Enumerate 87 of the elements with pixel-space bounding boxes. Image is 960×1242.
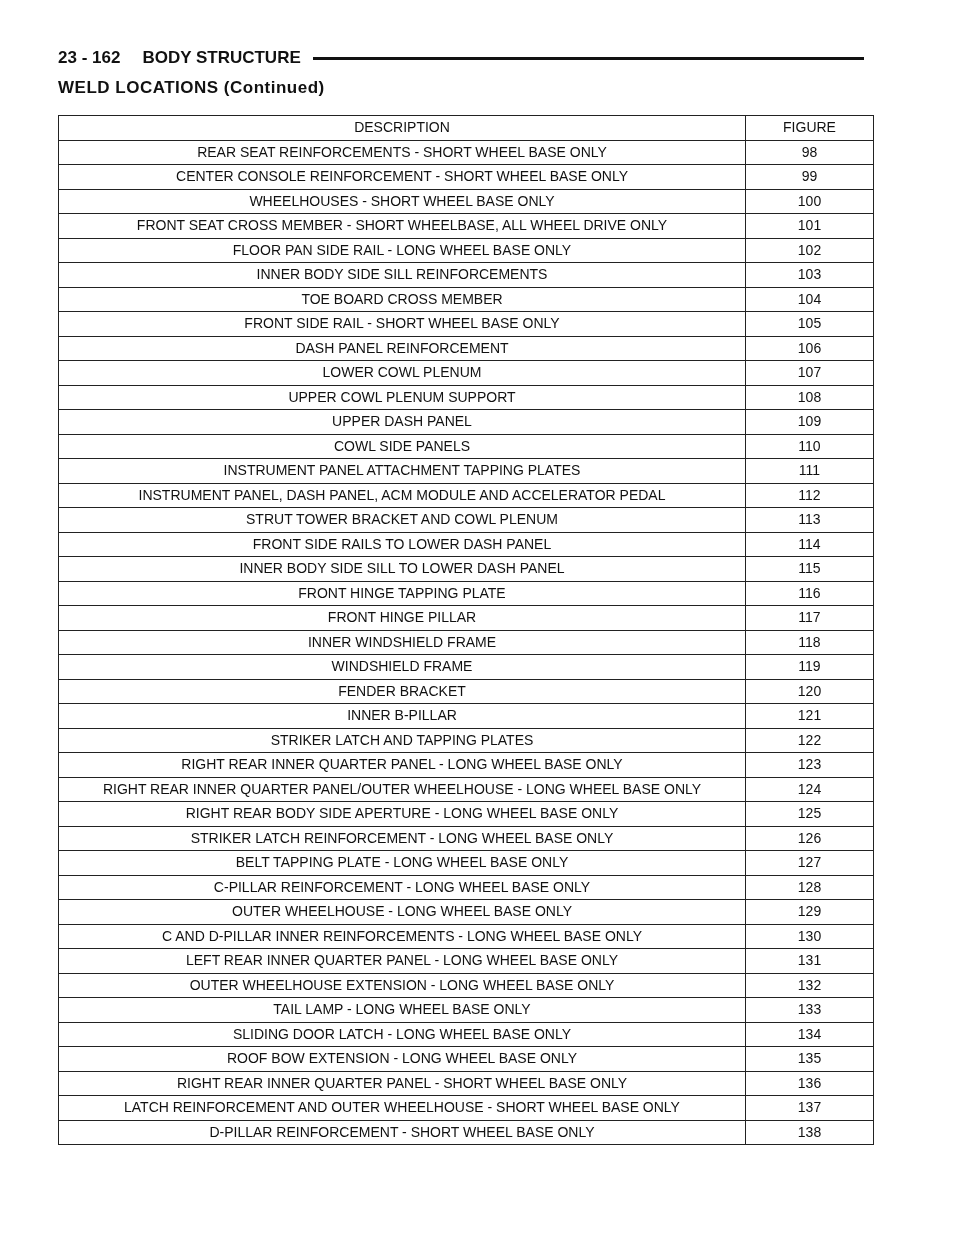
description-cell: FRONT SIDE RAILS TO LOWER DASH PANEL — [58, 532, 746, 557]
description-cell: WHEELHOUSES - SHORT WHEEL BASE ONLY — [58, 189, 746, 214]
description-cell: RIGHT REAR INNER QUARTER PANEL/OUTER WHEELHOUSE - LONG WHEEL BASE ONLY — [58, 777, 746, 802]
figure-cell: 121 — [745, 703, 874, 728]
description-cell: RIGHT REAR INNER QUARTER PANEL - SHORT WHEEL BASE ONLY — [58, 1071, 746, 1096]
figure-cell: 100 — [745, 189, 874, 214]
description-cell: INNER WINDSHIELD FRAME — [58, 630, 746, 655]
figure-cell: 118 — [745, 630, 874, 655]
description-cell: REAR SEAT REINFORCEMENTS - SHORT WHEEL BASE ONLY — [58, 140, 746, 165]
figure-cell: 132 — [745, 973, 874, 998]
figure-cell: 129 — [745, 899, 874, 924]
description-cell: D-PILLAR REINFORCEMENT - SHORT WHEEL BASE ONLY — [58, 1120, 746, 1145]
figure-cell: 119 — [745, 654, 874, 679]
description-cell: STRIKER LATCH AND TAPPING PLATES — [58, 728, 746, 753]
description-cell: DASH PANEL REINFORCEMENT — [58, 336, 746, 361]
figure-cell: 98 — [745, 140, 874, 165]
figure-cell: 112 — [745, 483, 874, 508]
description-cell: STRUT TOWER BRACKET AND COWL PLENUM — [58, 507, 746, 532]
figure-cell: 123 — [745, 752, 874, 777]
description-cell: CENTER CONSOLE REINFORCEMENT - SHORT WHEEL BASE ONLY — [58, 164, 746, 189]
section-heading: BODY STRUCTURE — [142, 48, 301, 68]
description-cell: FENDER BRACKET — [58, 679, 746, 704]
column-header: FIGURE — [745, 115, 874, 140]
figure-cell: 124 — [745, 777, 874, 802]
figure-cell: 113 — [745, 507, 874, 532]
figure-cell: 131 — [745, 948, 874, 973]
figure-cell: 109 — [745, 409, 874, 434]
figure-cell: 133 — [745, 997, 874, 1022]
figure-cell: 108 — [745, 385, 874, 410]
figure-cell: 117 — [745, 605, 874, 630]
description-cell: FRONT HINGE PILLAR — [58, 605, 746, 630]
description-cell: C AND D-PILLAR INNER REINFORCEMENTS - LONG WHEEL BASE ONLY — [58, 924, 746, 949]
description-cell: FRONT SEAT CROSS MEMBER - SHORT WHEELBASE, ALL WHEEL DRIVE ONLY — [58, 213, 746, 238]
figure-cell: 138 — [745, 1120, 874, 1145]
description-cell: COWL SIDE PANELS — [58, 434, 746, 459]
description-cell: LATCH REINFORCEMENT AND OUTER WHEELHOUSE - SHORT WHEEL BASE ONLY — [58, 1095, 746, 1120]
description-cell: INNER BODY SIDE SILL REINFORCEMENTS — [58, 262, 746, 287]
description-cell: FRONT HINGE TAPPING PLATE — [58, 581, 746, 606]
figure-cell: 120 — [745, 679, 874, 704]
figure-cell: 125 — [745, 801, 874, 826]
description-cell: FRONT SIDE RAIL - SHORT WHEEL BASE ONLY — [58, 311, 746, 336]
figure-cell: 128 — [745, 875, 874, 900]
column-header: DESCRIPTION — [58, 115, 746, 140]
description-cell: INSTRUMENT PANEL ATTACHMENT TAPPING PLATES — [58, 458, 746, 483]
figure-cell: 134 — [745, 1022, 874, 1047]
description-cell: INSTRUMENT PANEL, DASH PANEL, ACM MODULE AND ACCELERATOR PEDAL — [58, 483, 746, 508]
figure-cell: 126 — [745, 826, 874, 851]
description-cell: SLIDING DOOR LATCH - LONG WHEEL BASE ONLY — [58, 1022, 746, 1047]
figure-cell: 110 — [745, 434, 874, 459]
description-cell: UPPER DASH PANEL — [58, 409, 746, 434]
figure-cell: 107 — [745, 360, 874, 385]
figure-cell: 104 — [745, 287, 874, 312]
description-cell: WINDSHIELD FRAME — [58, 654, 746, 679]
description-cell: FLOOR PAN SIDE RAIL - LONG WHEEL BASE ONLY — [58, 238, 746, 263]
figure-cell: 137 — [745, 1095, 874, 1120]
figure-cell: 130 — [745, 924, 874, 949]
description-cell: UPPER COWL PLENUM SUPPORT — [58, 385, 746, 410]
page-number: 23 - 162 — [58, 48, 121, 68]
figure-cell: 122 — [745, 728, 874, 753]
figure-cell: 127 — [745, 850, 874, 875]
description-cell: TAIL LAMP - LONG WHEEL BASE ONLY — [58, 997, 746, 1022]
description-cell: LEFT REAR INNER QUARTER PANEL - LONG WHEEL BASE ONLY — [58, 948, 746, 973]
description-cell: RIGHT REAR INNER QUARTER PANEL - LONG WHEEL BASE ONLY — [58, 752, 746, 777]
description-cell: OUTER WHEELHOUSE - LONG WHEEL BASE ONLY — [58, 899, 746, 924]
figure-cell: 136 — [745, 1071, 874, 1096]
figure-cell: 99 — [745, 164, 874, 189]
figure-cell: 103 — [745, 262, 874, 287]
description-cell: STRIKER LATCH REINFORCEMENT - LONG WHEEL BASE ONLY — [58, 826, 746, 851]
description-cell: C-PILLAR REINFORCEMENT - LONG WHEEL BASE ONLY — [58, 875, 746, 900]
description-cell: INNER BODY SIDE SILL TO LOWER DASH PANEL — [58, 556, 746, 581]
figure-cell: 101 — [745, 213, 874, 238]
description-cell: RIGHT REAR BODY SIDE APERTURE - LONG WHEEL BASE ONLY — [58, 801, 746, 826]
figure-cell: 106 — [745, 336, 874, 361]
figure-cell: 105 — [745, 311, 874, 336]
description-cell: LOWER COWL PLENUM — [58, 360, 746, 385]
figure-cell: 114 — [745, 532, 874, 557]
figure-cell: 102 — [745, 238, 874, 263]
description-cell: INNER B-PILLAR — [58, 703, 746, 728]
description-cell: OUTER WHEELHOUSE EXTENSION - LONG WHEEL BASE ONLY — [58, 973, 746, 998]
page-title: WELD LOCATIONS (Continued) — [58, 78, 325, 98]
description-cell: TOE BOARD CROSS MEMBER — [58, 287, 746, 312]
figure-cell: 135 — [745, 1046, 874, 1071]
description-cell: ROOF BOW EXTENSION - LONG WHEEL BASE ONLY — [58, 1046, 746, 1071]
figure-cell: 115 — [745, 556, 874, 581]
figure-cell: 116 — [745, 581, 874, 606]
description-cell: BELT TAPPING PLATE - LONG WHEEL BASE ONLY — [58, 850, 746, 875]
figure-cell: 111 — [745, 458, 874, 483]
